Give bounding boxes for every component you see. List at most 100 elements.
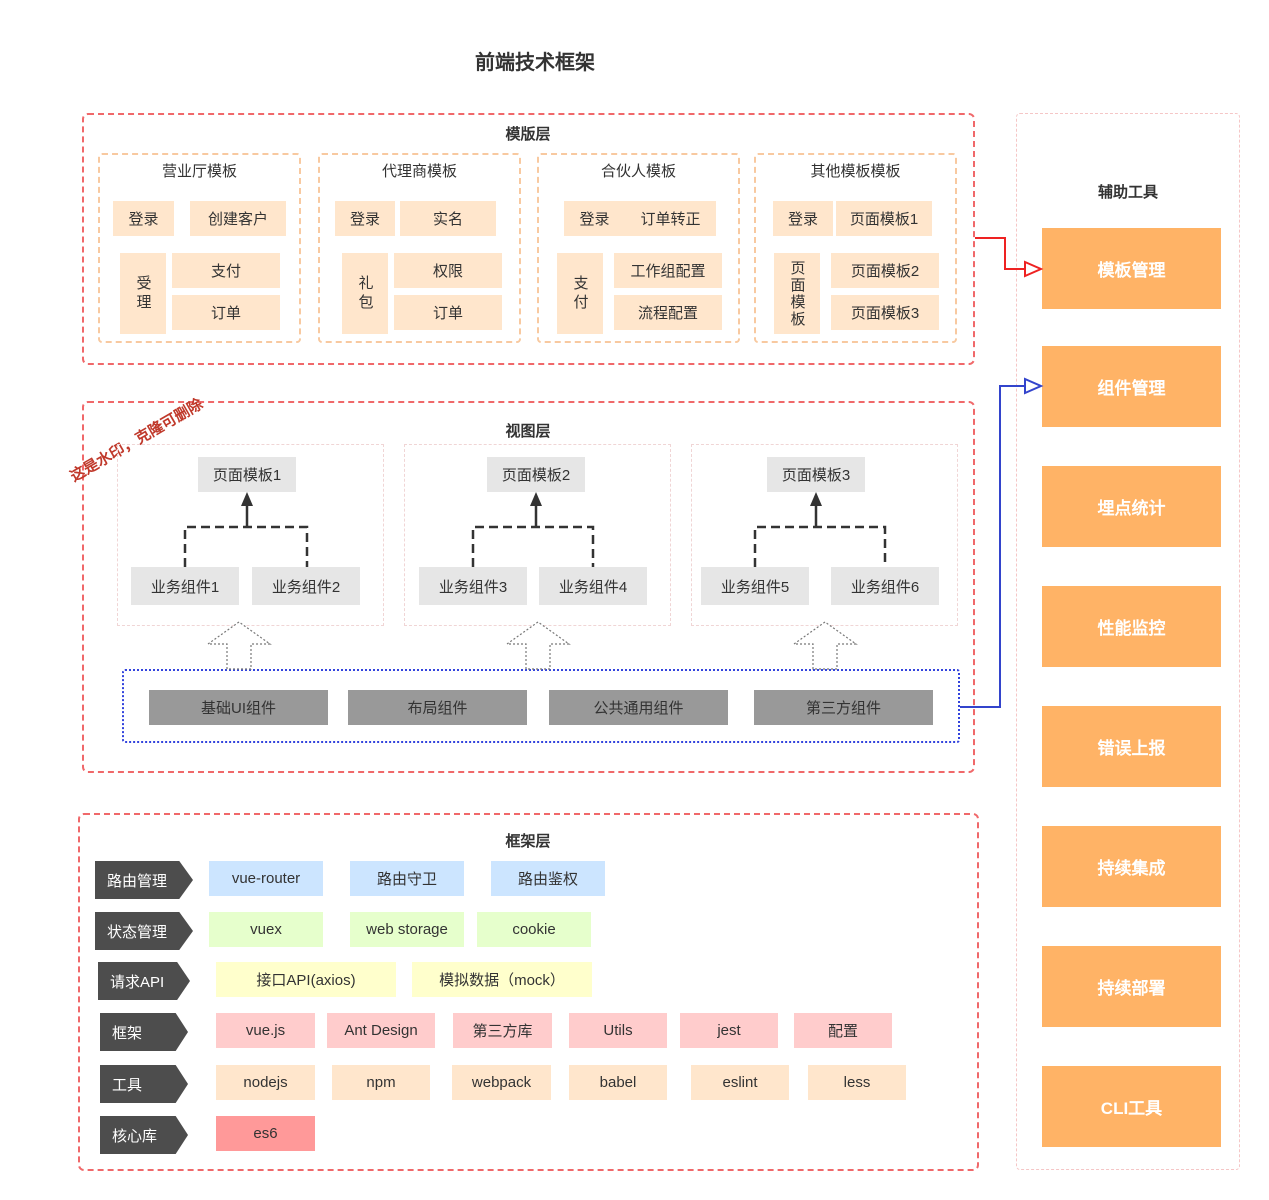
template-item-vertical[interactable]: 礼包 [342, 253, 388, 334]
framework-row-label: 路由管理 [95, 861, 193, 899]
hollow-up-arrow-icon [792, 621, 858, 670]
framework-item[interactable]: es6 [216, 1116, 315, 1151]
page-template-box[interactable]: 页面模板1 [198, 457, 296, 492]
base-component-box[interactable]: 第三方组件 [754, 690, 933, 725]
framework-layer-frame [78, 813, 979, 1171]
framework-item[interactable]: nodejs [216, 1065, 315, 1100]
template-item[interactable]: 登录 [335, 201, 395, 236]
tool-button[interactable]: CLI工具 [1042, 1066, 1221, 1147]
template-group-frame [318, 153, 521, 343]
template-group-title: 合伙人模板 [600, 162, 676, 180]
arrow-up-icon [810, 492, 822, 506]
framework-item[interactable]: babel [569, 1065, 667, 1100]
template-item[interactable]: 页面模板1 [836, 201, 932, 236]
tool-button[interactable]: 模板管理 [1042, 228, 1221, 309]
template-item[interactable]: 页面模板3 [831, 295, 939, 330]
business-component-box[interactable]: 业务组件2 [252, 567, 360, 605]
page-group-frame [117, 444, 384, 626]
template-item-label: 订单转正 [640, 211, 701, 228]
framework-item[interactable]: less [808, 1065, 906, 1100]
tool-button[interactable]: 性能监控 [1042, 586, 1221, 667]
template-item-label: 登录 [579, 211, 610, 228]
page-1-connector [183, 500, 309, 567]
hollow-up-arrow-icon [206, 621, 272, 670]
template-item[interactable]: 创建客户 [190, 201, 286, 236]
framework-row-label: 框架 [100, 1013, 188, 1051]
business-component-box[interactable]: 业务组件4 [539, 567, 647, 605]
framework-item[interactable]: vuex [209, 912, 323, 947]
framework-item[interactable]: vue-router [209, 861, 323, 896]
framework-item[interactable]: vue.js [216, 1013, 315, 1048]
framework-item[interactable]: Ant Design [327, 1013, 435, 1048]
framework-item[interactable]: 路由鉴权 [491, 861, 605, 896]
page-2-connector [471, 500, 595, 567]
page-template-box[interactable]: 页面模板3 [767, 457, 865, 492]
template-group-frame [98, 153, 301, 343]
template-layer-frame [82, 113, 975, 365]
business-component-box[interactable]: 业务组件3 [419, 567, 527, 605]
arrow-right-icon [1024, 377, 1044, 395]
framework-row-label: 状态管理 [95, 912, 193, 950]
template-item[interactable]: 登录 订单转正 [564, 201, 716, 236]
framework-item[interactable]: jest [680, 1013, 778, 1048]
template-item[interactable]: 订单 [394, 295, 502, 330]
tool-button[interactable]: 埋点统计 [1042, 466, 1221, 547]
base-component-box[interactable]: 公共通用组件 [549, 690, 728, 725]
template-group-title: 代理商模板 [381, 162, 457, 180]
page-template-box[interactable]: 页面模板2 [487, 457, 585, 492]
framework-layer-title: 框架层 [505, 833, 551, 850]
template-item[interactable]: 实名 [400, 201, 496, 236]
base-components-frame [122, 669, 960, 743]
tools-title: 辅助工具 [1097, 184, 1158, 201]
template-group-title: 营业厅模板 [161, 162, 237, 180]
framework-row-label: 核心库 [100, 1116, 188, 1154]
tools-frame [1016, 113, 1240, 1170]
framework-item[interactable]: 接口API(axios) [216, 962, 396, 997]
template-item[interactable]: 登录 [773, 201, 833, 236]
template-group-frame [754, 153, 957, 343]
template-layer-title: 模版层 [505, 126, 551, 143]
tool-button[interactable]: 错误上报 [1042, 706, 1221, 787]
base-component-box[interactable]: 基础UI组件 [149, 690, 328, 725]
template-group-frame [537, 153, 740, 343]
template-item[interactable]: 登录 [113, 201, 174, 236]
template-link-line [975, 237, 1026, 270]
business-component-box[interactable]: 业务组件1 [131, 567, 239, 605]
tool-button[interactable]: 组件管理 [1042, 346, 1221, 427]
template-item[interactable]: 工作组配置 [614, 253, 722, 288]
arrow-up-icon [530, 492, 542, 506]
template-group-title: 其他模板模板 [810, 162, 901, 180]
business-component-box[interactable]: 业务组件6 [831, 567, 939, 605]
page-3-connector [753, 500, 887, 567]
framework-item[interactable]: 路由守卫 [350, 861, 464, 896]
framework-item[interactable]: 模拟数据（mock） [412, 962, 592, 997]
template-item-vertical[interactable]: 支付 [557, 253, 603, 334]
framework-row-label: 工具 [100, 1065, 188, 1103]
framework-item[interactable]: npm [332, 1065, 430, 1100]
framework-item[interactable]: Utils [569, 1013, 667, 1048]
arrow-right-icon [1024, 260, 1044, 278]
template-item[interactable]: 支付 [172, 253, 280, 288]
framework-item[interactable]: 配置 [794, 1013, 892, 1048]
template-item-vertical[interactable]: 页面模板 [774, 253, 820, 334]
base-component-box[interactable]: 布局组件 [348, 690, 527, 725]
view-layer-frame [82, 401, 975, 773]
template-item[interactable]: 权限 [394, 253, 502, 288]
framework-item[interactable]: webpack [452, 1065, 551, 1100]
template-item-vertical[interactable]: 受理 [120, 253, 166, 334]
framework-item[interactable]: eslint [691, 1065, 789, 1100]
framework-item[interactable]: cookie [477, 912, 591, 947]
page-title: 前端技术框架 [475, 52, 595, 74]
framework-item[interactable]: web storage [350, 912, 464, 947]
business-component-box[interactable]: 业务组件5 [701, 567, 809, 605]
template-item[interactable]: 流程配置 [614, 295, 722, 330]
template-item[interactable]: 订单 [172, 295, 280, 330]
view-layer-title: 视图层 [505, 423, 551, 440]
framework-item[interactable]: 第三方库 [453, 1013, 552, 1048]
template-item[interactable]: 页面模板2 [831, 253, 939, 288]
tool-button[interactable]: 持续部署 [1042, 946, 1221, 1027]
arrow-up-icon [241, 492, 253, 506]
tool-button[interactable]: 持续集成 [1042, 826, 1221, 907]
component-link-line [960, 385, 1026, 708]
